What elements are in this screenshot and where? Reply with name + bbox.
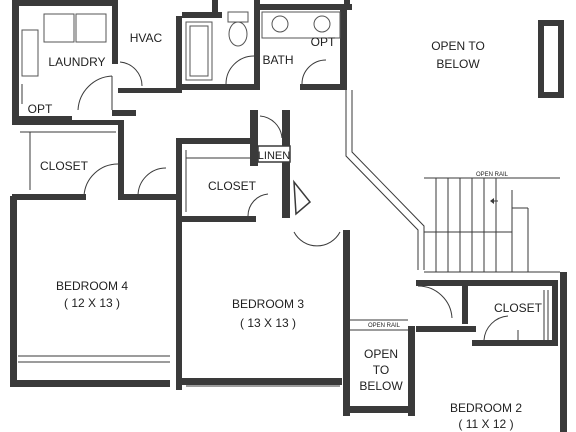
label-open-rail-lower: OPEN RAIL	[368, 323, 401, 329]
dryer-icon	[75, 13, 107, 43]
label-closet-mid: CLOSET	[208, 179, 257, 193]
label-bath: BATH	[262, 53, 293, 67]
label-open-to-below-1-line1: OPEN TO	[431, 39, 485, 53]
washer-icon	[43, 13, 75, 43]
laundry-shelf-icon	[21, 29, 39, 77]
doors	[77, 55, 509, 341]
label-closet-right: CLOSET	[494, 301, 543, 315]
toilet-bowl-icon	[228, 21, 248, 47]
sink-icon-right	[313, 15, 331, 33]
label-open-to-below-1-line2: BELOW	[436, 57, 480, 71]
label-open-to-below-2-line3: BELOW	[359, 379, 403, 393]
label-hvac: HVAC	[130, 31, 163, 45]
label-bedroom3-name: BEDROOM 3	[232, 297, 304, 311]
label-bedroom2-name: BEDROOM 2	[450, 401, 522, 415]
fixtures	[21, 11, 498, 204]
label-opt-bath: OPT	[311, 35, 336, 49]
stair-arrow-icon	[490, 198, 494, 204]
label-laundry: LAUNDRY	[48, 55, 105, 69]
labels: LAUNDRY HVAC BATH OPT OPT OPEN TO BELOW …	[28, 31, 543, 431]
label-linen: LINEN	[258, 150, 290, 162]
label-bedroom4-size: ( 12 X 13 )	[64, 296, 120, 310]
label-open-to-below-2-line2: TO	[373, 363, 389, 377]
label-bedroom3-size: ( 13 X 13 )	[240, 316, 296, 330]
label-bedroom2-size: ( 11 X 12 )	[458, 417, 513, 431]
sink-icon-left	[271, 15, 289, 33]
label-closet-left: CLOSET	[40, 159, 89, 173]
stair-treads	[435, 178, 529, 272]
toilet-tank-icon	[227, 11, 249, 23]
label-open-rail-stair: OPEN RAIL	[476, 172, 509, 178]
label-open-to-below-2-line1: OPEN	[364, 347, 398, 361]
label-bedroom4-name: BEDROOM 4	[56, 279, 128, 293]
thin-lines	[15, 84, 560, 387]
label-opt-laundry: OPT	[28, 102, 53, 116]
